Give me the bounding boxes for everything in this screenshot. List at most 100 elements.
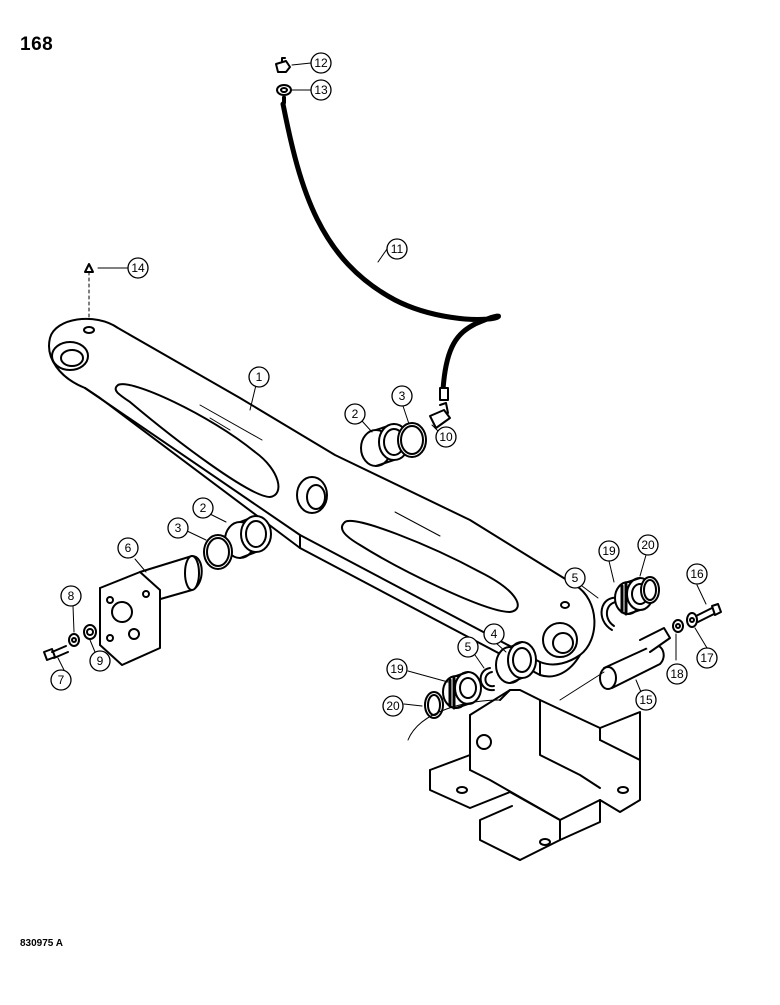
- callout-label: 9: [97, 654, 104, 668]
- callout-label: 12: [314, 56, 328, 70]
- callout-12: 12: [310, 52, 332, 74]
- callout-circle: [117, 537, 139, 559]
- callout-label: 3: [399, 389, 406, 403]
- callout-circle: [391, 385, 413, 407]
- pivot-pin-with-plate: [99, 555, 203, 666]
- callout-label: 2: [352, 407, 359, 421]
- callout-circle: [435, 426, 457, 448]
- leader-lines: [57, 62, 708, 707]
- callout-4: 4: [483, 623, 505, 645]
- bushing-right-lower: [495, 641, 537, 684]
- callout-circle: [310, 52, 332, 74]
- bearing-lower: [442, 671, 482, 710]
- callout-17: 17: [696, 647, 718, 669]
- callout-7: 7: [50, 669, 72, 691]
- callout-circle: [637, 534, 659, 556]
- oscillating-arm: [48, 317, 596, 678]
- callout-circle: [386, 658, 408, 680]
- callout-circle: [598, 540, 620, 562]
- callout-label: 16: [690, 567, 704, 581]
- callout-circle: [127, 257, 149, 279]
- callout-circle: [686, 563, 708, 585]
- callout-5: 5: [564, 567, 586, 589]
- callout-2: 2: [344, 403, 366, 425]
- callout-label: 5: [572, 571, 579, 585]
- callout-18: 18: [666, 663, 688, 685]
- callout-20: 20: [637, 534, 659, 556]
- seal-ring-lower: [203, 534, 233, 570]
- callout-circle: [89, 650, 111, 672]
- callout-label: 11: [391, 242, 404, 256]
- callout-label: 20: [386, 699, 400, 713]
- callout-label: 1: [256, 370, 263, 384]
- callout-label: 10: [439, 430, 453, 444]
- washer-left: [68, 633, 80, 647]
- callout-8: 8: [60, 585, 82, 607]
- callout-11: 11: [386, 238, 408, 260]
- callout-label: 2: [200, 501, 207, 515]
- callout-label: 7: [58, 673, 65, 687]
- callout-10: 10: [435, 426, 457, 448]
- bearing-right: [614, 577, 654, 616]
- callout-label: 20: [641, 538, 655, 552]
- callout-label: 6: [125, 541, 132, 555]
- callout-circle: [310, 79, 332, 101]
- callout-circle: [50, 669, 72, 691]
- callout-label: 8: [68, 589, 75, 603]
- callout-label: 3: [175, 521, 182, 535]
- page-number: 168: [20, 34, 54, 55]
- callout-circle: [60, 585, 82, 607]
- snap-ring-lower: [479, 667, 495, 692]
- hose-elbow-fitting: [429, 402, 451, 429]
- callout-label: 13: [314, 83, 328, 97]
- bolt-right: [695, 603, 722, 623]
- callout-14: 14: [127, 257, 149, 279]
- callout-label: 5: [465, 640, 472, 654]
- callout-circle: [666, 663, 688, 685]
- spacer-left: [83, 624, 97, 640]
- seal-lower: [424, 691, 444, 719]
- washer-right: [686, 612, 698, 628]
- callout-label: 15: [639, 693, 653, 707]
- fitting-nut: [276, 84, 292, 104]
- reference-code: 830975 A: [20, 938, 63, 949]
- callout-9: 9: [89, 650, 111, 672]
- hose: [280, 101, 501, 401]
- grease-fitting: [84, 263, 94, 319]
- callout-circle: [386, 238, 408, 260]
- callout-16: 16: [686, 563, 708, 585]
- callout-3: 3: [167, 517, 189, 539]
- callout-label: 4: [491, 627, 498, 641]
- callout-label: 18: [670, 667, 684, 681]
- callout-circle: [382, 695, 404, 717]
- callout-circle: [344, 403, 366, 425]
- callout-label: 19: [390, 662, 404, 676]
- callout-3: 3: [391, 385, 413, 407]
- callout-circle: [192, 497, 214, 519]
- callout-circle: [696, 647, 718, 669]
- callout-circle: [457, 636, 479, 658]
- callout-15: 15: [635, 689, 657, 711]
- callout-19: 19: [386, 658, 408, 680]
- callout-20: 20: [382, 695, 404, 717]
- seal-ring-upper: [397, 422, 427, 458]
- callout-13: 13: [310, 79, 332, 101]
- callout-circle: [167, 517, 189, 539]
- callout-circle: [248, 366, 270, 388]
- callout-6: 6: [117, 537, 139, 559]
- callout-label: 19: [602, 544, 616, 558]
- callout-circle: [635, 689, 657, 711]
- pivot-pin-right: [559, 627, 671, 701]
- callout-circle: [483, 623, 505, 645]
- callout-label: 14: [131, 261, 145, 275]
- callout-19: 19: [598, 540, 620, 562]
- nut-right: [672, 619, 684, 633]
- callout-2: 2: [192, 497, 214, 519]
- callout-circle: [564, 567, 586, 589]
- seal-right: [640, 576, 660, 604]
- callout-5: 5: [457, 636, 479, 658]
- callout-1: 1: [248, 366, 270, 388]
